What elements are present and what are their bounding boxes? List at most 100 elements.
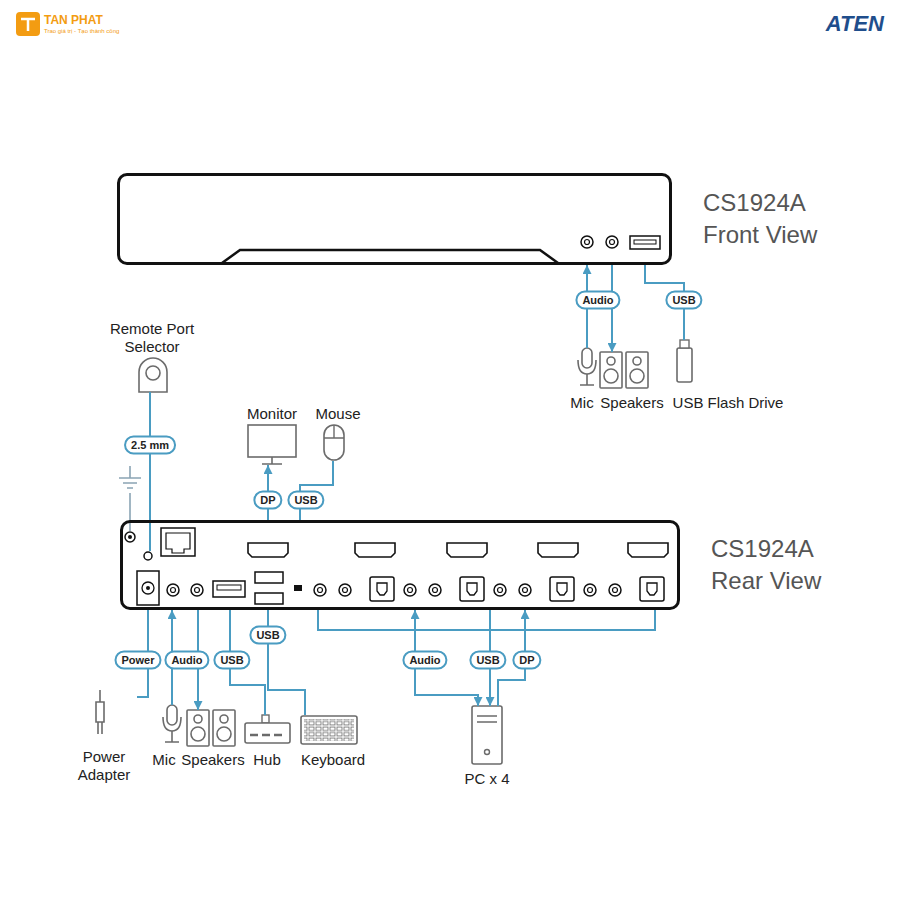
rear-panel-detail bbox=[144, 552, 152, 560]
front-panel-detail bbox=[630, 236, 660, 249]
computer: PC x 4 bbox=[462, 706, 511, 788]
device-icons bbox=[600, 352, 648, 388]
device-icons bbox=[96, 690, 104, 734]
device-icons bbox=[262, 715, 269, 723]
rear-panel-detail bbox=[538, 543, 578, 557]
rear-panel-detail bbox=[628, 543, 668, 557]
rear-panel-detail bbox=[640, 577, 664, 601]
device-caption: Mouse bbox=[315, 405, 360, 423]
device-icons bbox=[477, 716, 497, 722]
brand-logo-mark bbox=[16, 12, 40, 36]
rear-panel-detail bbox=[550, 577, 574, 601]
device-caption: Monitor bbox=[247, 405, 297, 423]
device-icons bbox=[146, 366, 160, 380]
device-caption: Mic bbox=[570, 394, 593, 412]
microphone: Mic bbox=[150, 705, 177, 769]
rear-panel-detail bbox=[294, 585, 302, 591]
rear-panel-detail bbox=[609, 584, 621, 596]
rear-panel-detail bbox=[519, 584, 531, 596]
signal-label: Audio bbox=[164, 651, 209, 670]
rear-panel-detail bbox=[494, 584, 506, 596]
device-icons bbox=[96, 340, 692, 764]
signal-label: DP bbox=[253, 491, 282, 510]
device-caption: Mic bbox=[152, 751, 175, 769]
power-adapter: Power Adapter bbox=[71, 690, 137, 784]
signal-label: Audio bbox=[575, 291, 620, 310]
device-icons bbox=[680, 340, 689, 348]
device-icons bbox=[578, 348, 596, 385]
device-icons bbox=[250, 734, 282, 737]
pc-bus-wire bbox=[149, 523, 151, 551]
rear-panel-detail bbox=[125, 532, 135, 542]
signal-label: USB bbox=[469, 651, 506, 670]
keyboard: Keyboard bbox=[299, 715, 367, 769]
rear-panel-detail bbox=[447, 543, 487, 557]
device-icons bbox=[301, 716, 357, 744]
device-view-title: CS1924A Front View bbox=[703, 187, 838, 251]
rear-panel-detail bbox=[255, 593, 283, 604]
kvm-rear-panel: CS1924A Rear View bbox=[120, 520, 680, 610]
device-icons bbox=[187, 710, 235, 746]
rear-panel-detail bbox=[142, 582, 154, 594]
rear-panel-detail bbox=[255, 572, 283, 583]
kvm-front-panel: CS1924A Front View bbox=[117, 173, 672, 265]
device-caption: Speakers bbox=[600, 394, 663, 412]
rear-panel-detail bbox=[128, 535, 132, 539]
mouse: Mouse bbox=[313, 405, 362, 461]
speakers: Speakers bbox=[598, 352, 665, 412]
rear-panel-detail bbox=[161, 528, 195, 556]
device-icons bbox=[324, 425, 344, 460]
ground-symbol bbox=[119, 466, 141, 488]
rear-panel-detail bbox=[370, 577, 394, 601]
rear-panel-detail bbox=[213, 581, 245, 597]
brand-tagline: Trao giá trị - Tạo thành công bbox=[44, 28, 119, 35]
device-icons bbox=[677, 348, 692, 382]
signal-cable bbox=[149, 392, 151, 520]
rear-panel-detail bbox=[125, 528, 668, 605]
rear-panel-detail bbox=[355, 543, 395, 557]
rear-panel-detail bbox=[167, 584, 179, 596]
rear-panel-detail bbox=[314, 584, 326, 596]
rear-panel-detail bbox=[146, 586, 150, 590]
rear-panel-detail bbox=[191, 584, 203, 596]
rear-panel-detail bbox=[166, 533, 190, 553]
rear-panel-detail bbox=[460, 577, 484, 601]
device-caption: Hub bbox=[253, 751, 281, 769]
signal-label: USB bbox=[287, 491, 324, 510]
rear-panel-detail bbox=[429, 584, 441, 596]
brand-logo-mark bbox=[21, 19, 35, 31]
signal-label: Power bbox=[114, 651, 161, 670]
front-panel-detail bbox=[222, 250, 558, 263]
device-icons bbox=[248, 425, 296, 457]
rear-panel-detail bbox=[584, 584, 596, 596]
signal-label: 2.5 mm bbox=[124, 436, 176, 455]
device-caption: USB Flash Drive bbox=[673, 394, 784, 412]
signal-label: USB bbox=[665, 291, 702, 310]
microphone: Mic bbox=[568, 348, 595, 412]
usb-hub: Hub bbox=[243, 715, 292, 769]
brand-name: TAN PHAT bbox=[44, 13, 103, 27]
speakers: Speakers bbox=[179, 710, 246, 769]
front-panel-detail bbox=[634, 240, 656, 244]
flash-drive: USB Flash Drive bbox=[671, 340, 786, 412]
device-icons bbox=[472, 706, 502, 764]
signal-label: DP bbox=[512, 651, 541, 670]
pc-bus-wire bbox=[150, 523, 655, 630]
front-panel-detail bbox=[606, 236, 618, 248]
signal-label: USB bbox=[249, 626, 286, 645]
device-caption: Keyboard bbox=[301, 751, 365, 769]
device-caption: Speakers bbox=[181, 751, 244, 769]
remote-selector: Remote Port Selector bbox=[103, 320, 202, 392]
device-icons bbox=[245, 723, 290, 743]
rear-panel-detail bbox=[404, 584, 416, 596]
device-icons bbox=[163, 705, 181, 742]
front-panel-detail bbox=[222, 236, 660, 263]
device-caption: PC x 4 bbox=[464, 770, 509, 788]
rear-panel-detail bbox=[248, 543, 288, 557]
device-icons bbox=[324, 425, 344, 438]
device-icons bbox=[485, 750, 490, 755]
rear-panel-detail bbox=[339, 584, 351, 596]
device-caption: Remote Port Selector bbox=[105, 320, 200, 356]
pc-bus-wire bbox=[318, 610, 655, 630]
signal-label: USB bbox=[213, 651, 250, 670]
